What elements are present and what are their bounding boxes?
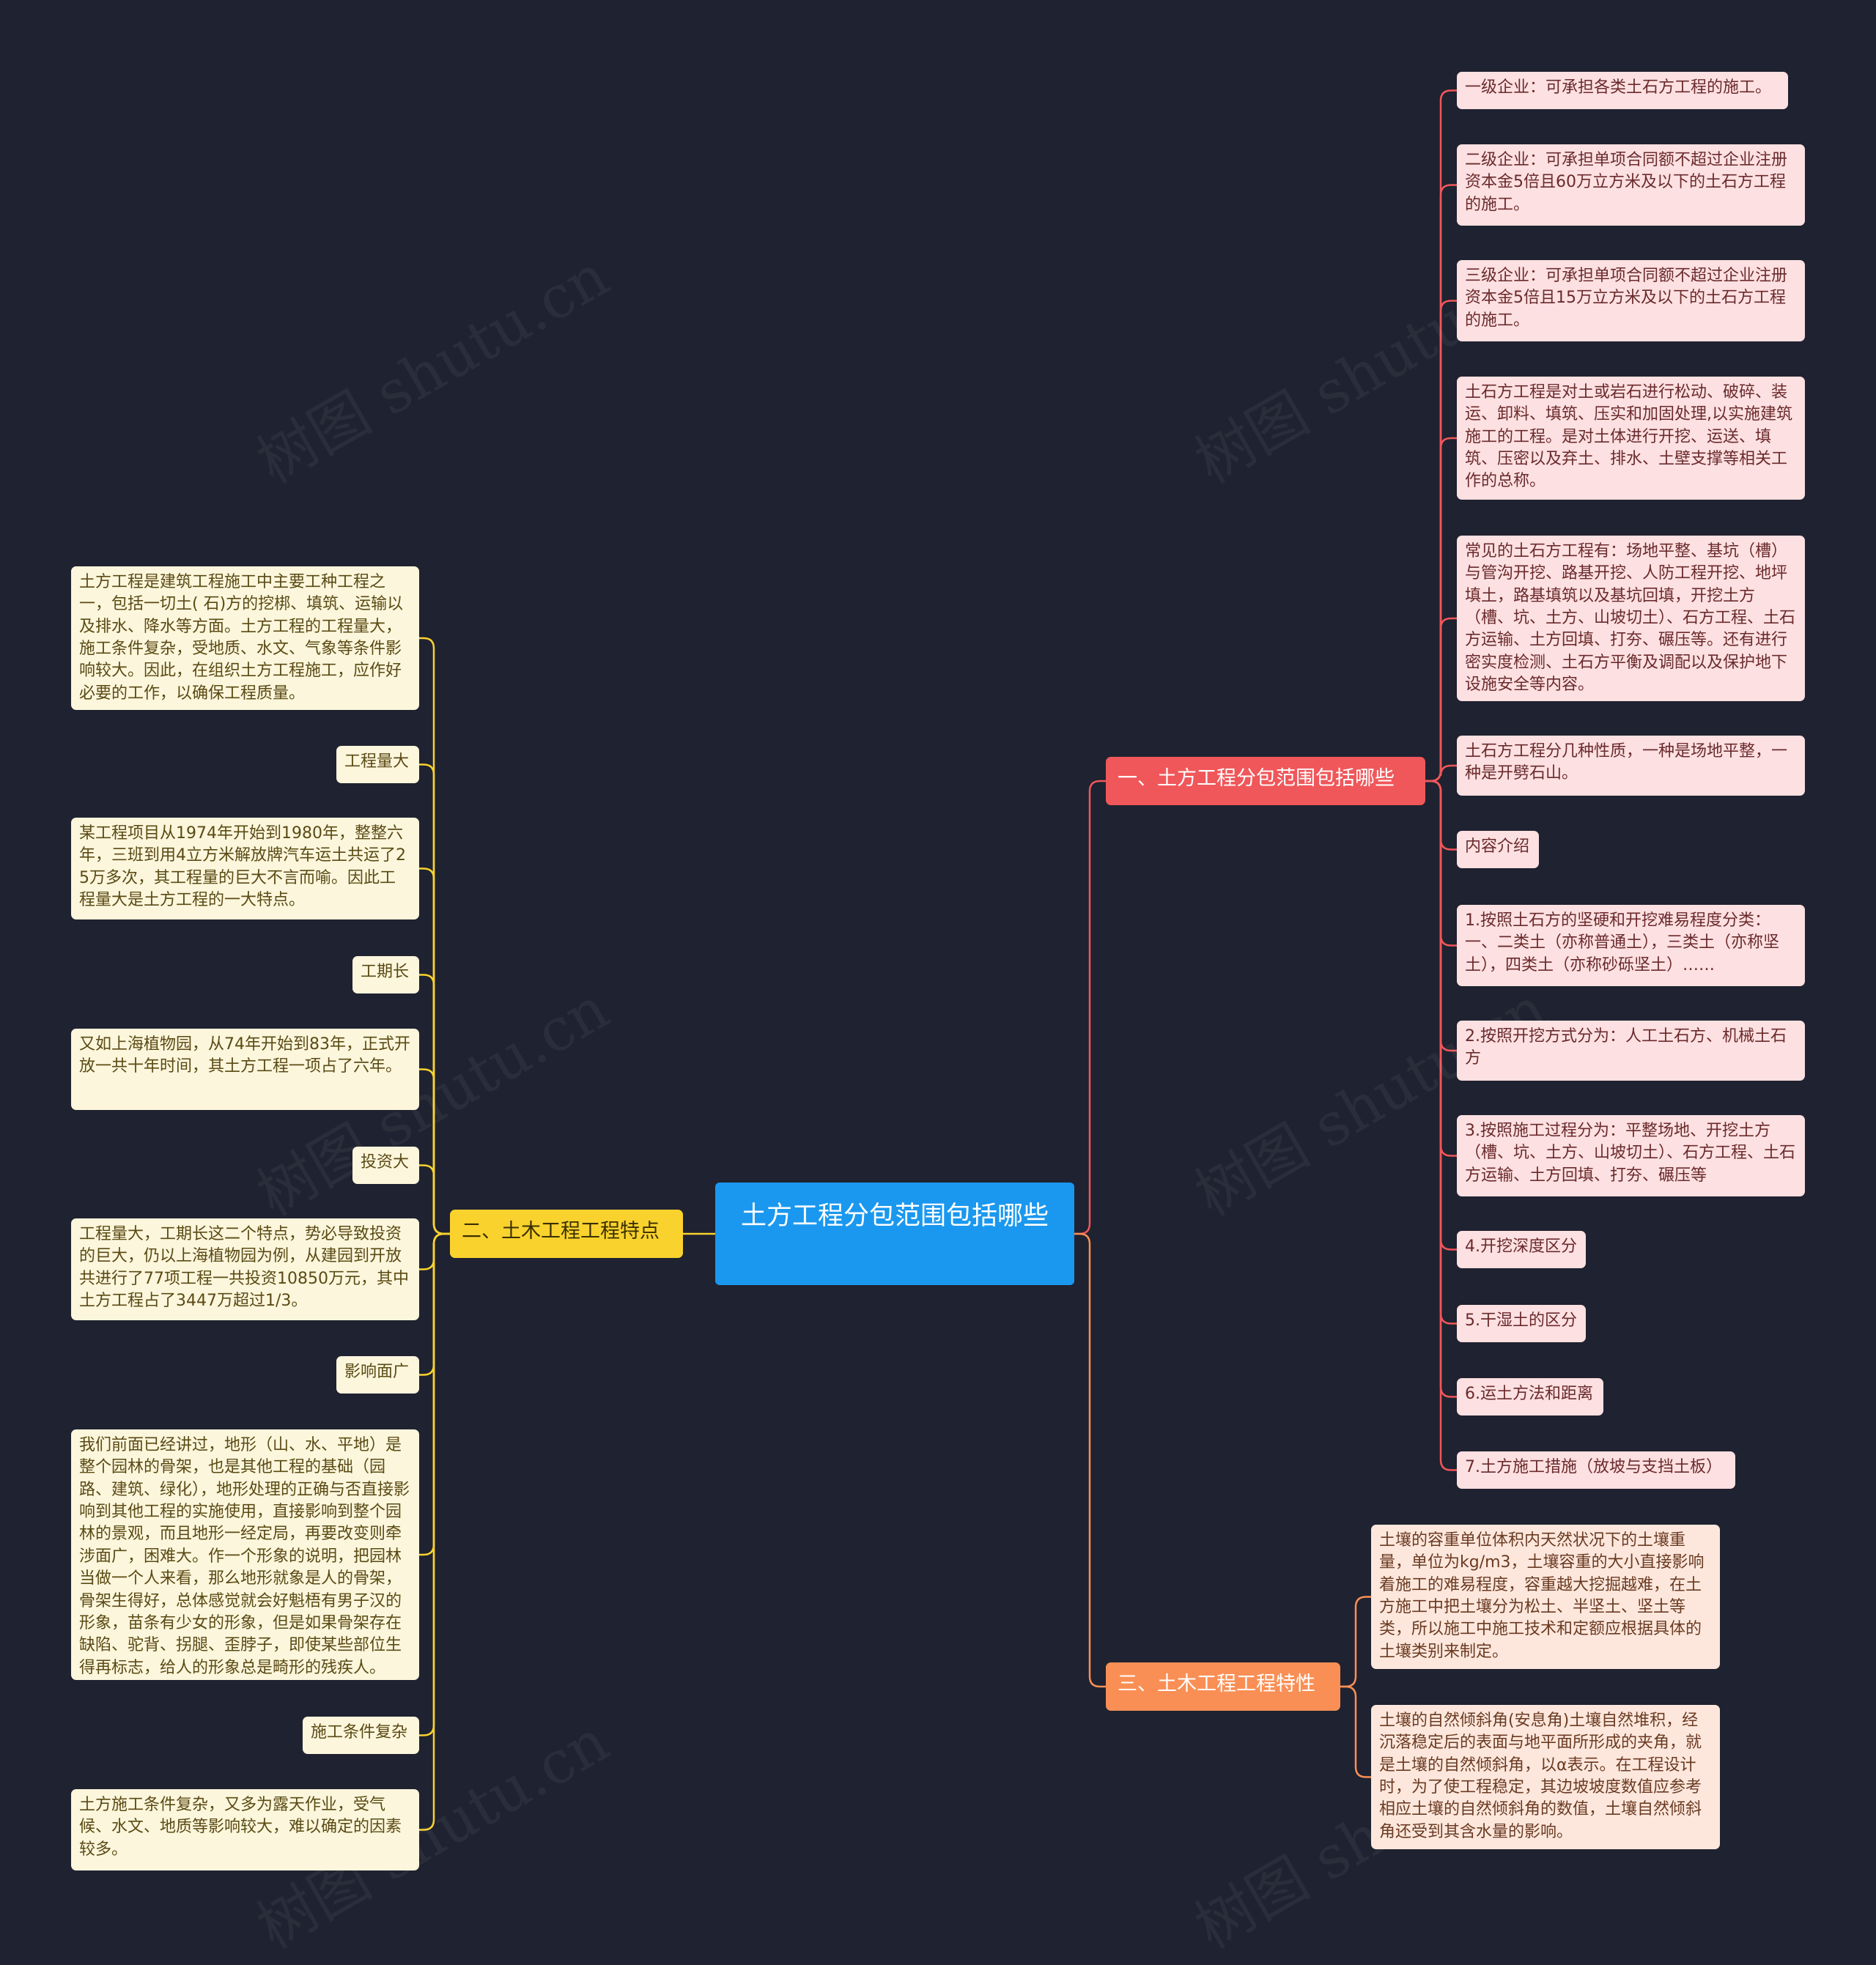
link-properties-2 xyxy=(1340,1685,1371,1778)
features-leaf-3[interactable]: 某工程项目从1974年开始到1980年，整整六年，三班到用4立方米解放牌汽车运土… xyxy=(71,818,419,919)
scope-leaf-6[interactable]: 土石方工程分几种性质，一种是场地平整，一种是开劈石山。 xyxy=(1457,736,1805,796)
features-leaf-7[interactable]: 工程量大，工期长这二个特点，势必导致投资的巨大，仍以上海植物园为例，从建园到开放… xyxy=(71,1218,419,1320)
features-leaf-5[interactable]: 又如上海植物园，从74年开始到83年，正式开放一共十年时间，其土方工程一项占了六… xyxy=(71,1029,419,1110)
features-leaf-9[interactable]: 我们前面已经讲过，地形（山、水、平地）是整个园林的骨架，也是其他工程的基础（园路… xyxy=(71,1429,419,1680)
root-topic[interactable]: 土方工程分包范围包括哪些 xyxy=(715,1183,1074,1285)
scope-leaf-7[interactable]: 内容介绍 xyxy=(1457,831,1539,868)
link-properties-1 xyxy=(1340,1596,1371,1688)
scope-leaf-10[interactable]: 3.按照施工过程分为：平整场地、开挖土方（槽、坑、土方、山坡切土）、石方工程、土… xyxy=(1457,1115,1805,1196)
link-scope-14 xyxy=(1425,780,1457,1471)
branch-properties[interactable]: 三、土木工程工程特性 xyxy=(1106,1662,1340,1711)
link-root-branch-properties xyxy=(1074,1232,1106,1688)
features-leaf-4[interactable]: 工期长 xyxy=(352,956,419,993)
features-leaf-6[interactable]: 投资大 xyxy=(352,1147,419,1184)
link-root-branch-scope xyxy=(1074,780,1106,1235)
scope-leaf-1[interactable]: 一级企业：可承担各类土石方工程的施工。 xyxy=(1457,72,1788,109)
scope-leaf-12[interactable]: 5.干湿土的区分 xyxy=(1457,1305,1586,1342)
scope-leaf-3[interactable]: 三级企业：可承担单项合同额不超过企业注册资本金5倍且15万立方米及以下的土石方工… xyxy=(1457,260,1805,341)
features-leaf-11[interactable]: 土方施工条件复杂，又多为露天作业，受气候、水文、地质等影响较大，难以确定的因素较… xyxy=(71,1789,419,1870)
scope-leaf-5[interactable]: 常见的土石方工程有：场地平整、基坑（槽）与管沟开挖、路基开挖、人防工程开挖、地坪… xyxy=(1457,536,1805,701)
scope-leaf-4[interactable]: 土石方工程是对土或岩石进行松动、破碎、装运、卸料、填筑、压实和加固处理,以实施建… xyxy=(1457,377,1805,500)
scope-leaf-9[interactable]: 2.按照开挖方式分为：人工土石方、机械土石方 xyxy=(1457,1021,1805,1081)
properties-leaf-1[interactable]: 土壤的容重单位体积内天然状况下的土壤重量，单位为kg/m3，土壤容重的大小直接影… xyxy=(1371,1525,1720,1669)
features-leaf-2[interactable]: 工程量大 xyxy=(336,746,419,783)
link-features-6 xyxy=(419,1164,450,1235)
scope-leaf-13[interactable]: 6.运土方法和距离 xyxy=(1457,1378,1603,1416)
link-scope-5 xyxy=(1425,617,1457,782)
link-scope-6 xyxy=(1425,764,1457,782)
scope-leaf-2[interactable]: 二级企业：可承担单项合同额不超过企业注册资本金5倍且60万立方米及以下的土石方工… xyxy=(1457,144,1805,226)
branch-scope[interactable]: 一、土方工程分包范围包括哪些 xyxy=(1106,757,1425,805)
link-features-11 xyxy=(419,1232,450,1831)
scope-leaf-8[interactable]: 1.按照土石方的坚硬和开挖难易程度分类：一、二类土（亦称普通土），三类土（亦称坚… xyxy=(1457,905,1805,986)
scope-leaf-11[interactable]: 4.开挖深度区分 xyxy=(1457,1231,1586,1268)
features-leaf-1[interactable]: 土方工程是建筑工程施工中主要工种工程之一，包括一切土( 石)方的挖梆、填筑、运输… xyxy=(71,566,419,710)
branch-features[interactable]: 二、土木工程工程特点 xyxy=(450,1210,683,1258)
features-leaf-10[interactable]: 施工条件复杂 xyxy=(303,1717,419,1754)
properties-leaf-2[interactable]: 土壤的自然倾斜角(安息角)土壤自然堆积，经沉落稳定后的表面与地平面所形成的夹角，… xyxy=(1371,1705,1720,1849)
scope-leaf-14[interactable]: 7.土方施工措施（放坡与支挡土板） xyxy=(1457,1451,1735,1489)
features-leaf-8[interactable]: 影响面广 xyxy=(336,1356,419,1394)
